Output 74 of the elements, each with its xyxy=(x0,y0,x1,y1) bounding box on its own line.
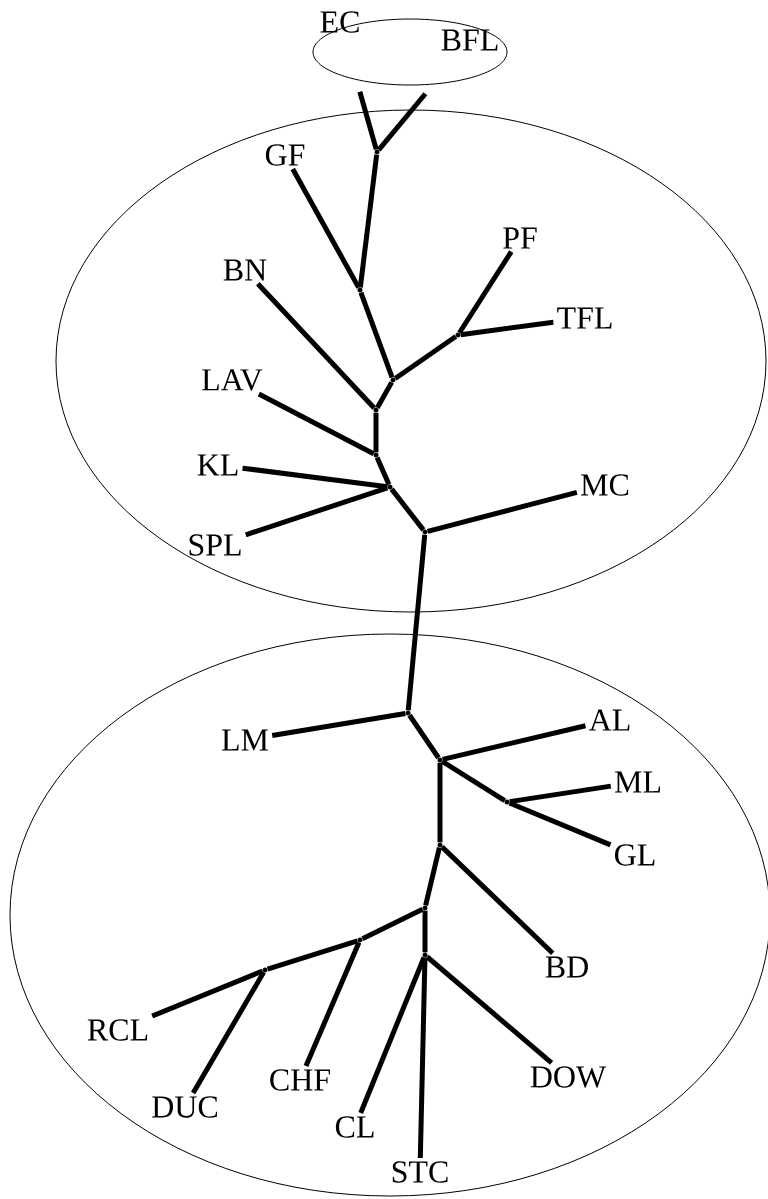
branch-line xyxy=(405,534,428,711)
leaf-label: LM xyxy=(221,729,269,751)
branch-line xyxy=(373,412,379,453)
branch-line xyxy=(361,906,424,942)
branch-point xyxy=(422,905,428,911)
branch-point xyxy=(373,407,379,413)
leaf-label: EC xyxy=(320,11,359,33)
leaf-label: BD xyxy=(545,956,588,978)
leaf-label: BN xyxy=(223,259,267,281)
branch-line xyxy=(257,391,375,456)
branch-point xyxy=(437,757,443,763)
branch-line xyxy=(374,456,392,486)
leaf-label: CHF xyxy=(270,1069,330,1091)
branch-point xyxy=(422,529,428,535)
branch-line xyxy=(358,956,427,1114)
branch-line xyxy=(376,92,428,152)
branch-line xyxy=(417,957,428,1159)
leaf-label: RCL xyxy=(87,1019,148,1041)
leaf-label: KL xyxy=(197,454,238,476)
branch-line xyxy=(442,723,587,762)
branch-line xyxy=(290,167,361,289)
branch-point xyxy=(437,842,443,848)
branch-point xyxy=(390,377,396,383)
branch-point xyxy=(357,937,363,943)
leaf-label: TFL xyxy=(557,307,612,329)
leaf-label: GF xyxy=(265,144,305,166)
group-ellipse xyxy=(55,109,767,613)
branch-point xyxy=(455,332,461,338)
branch-line xyxy=(426,489,578,534)
branch-line xyxy=(242,465,388,490)
leaf-label: PF xyxy=(503,227,537,249)
branch-line xyxy=(151,968,264,1019)
leaf-label: MC xyxy=(581,474,629,496)
leaf-label: BFL xyxy=(441,29,498,51)
branch-line xyxy=(271,711,406,738)
branch-line xyxy=(191,971,266,1095)
branch-line xyxy=(423,847,442,906)
leaf-label: DUC xyxy=(152,1096,217,1118)
leaf-label: SPL xyxy=(189,534,241,556)
branch-point xyxy=(262,967,268,973)
leaf-label: AL xyxy=(589,709,630,731)
branch-point xyxy=(373,452,379,458)
leaf-label: LAV xyxy=(202,369,263,391)
branch-point xyxy=(422,952,428,958)
branch-line xyxy=(389,487,426,532)
branch-line xyxy=(375,381,394,409)
branch-point xyxy=(504,799,510,805)
branch-line xyxy=(422,910,428,953)
branch-line xyxy=(407,713,441,760)
leaf-label: DOW xyxy=(530,1066,607,1088)
branch-line xyxy=(440,845,555,956)
branch-line xyxy=(457,250,514,335)
branch-line xyxy=(266,938,359,972)
branch-line xyxy=(509,783,612,805)
branch-point xyxy=(405,710,411,716)
branch-line xyxy=(437,762,443,843)
leaf-label: STC xyxy=(392,1161,448,1183)
branch-line xyxy=(425,954,554,1065)
branch-line xyxy=(256,282,376,410)
branch-line xyxy=(460,319,554,338)
branch-line xyxy=(508,800,612,848)
leaf-label: CL xyxy=(335,1116,374,1138)
branch-line xyxy=(357,91,379,151)
branch-point xyxy=(387,484,393,490)
leaf-label: ML xyxy=(614,771,661,793)
leaf-label: GL xyxy=(615,844,655,866)
branch-line xyxy=(357,154,380,288)
branch-point xyxy=(357,287,363,293)
branch-line xyxy=(358,291,395,379)
branch-point xyxy=(374,149,380,155)
branch-line xyxy=(440,759,507,803)
branch-line xyxy=(303,941,362,1068)
branch-line xyxy=(245,485,389,538)
branch-line xyxy=(393,334,458,381)
